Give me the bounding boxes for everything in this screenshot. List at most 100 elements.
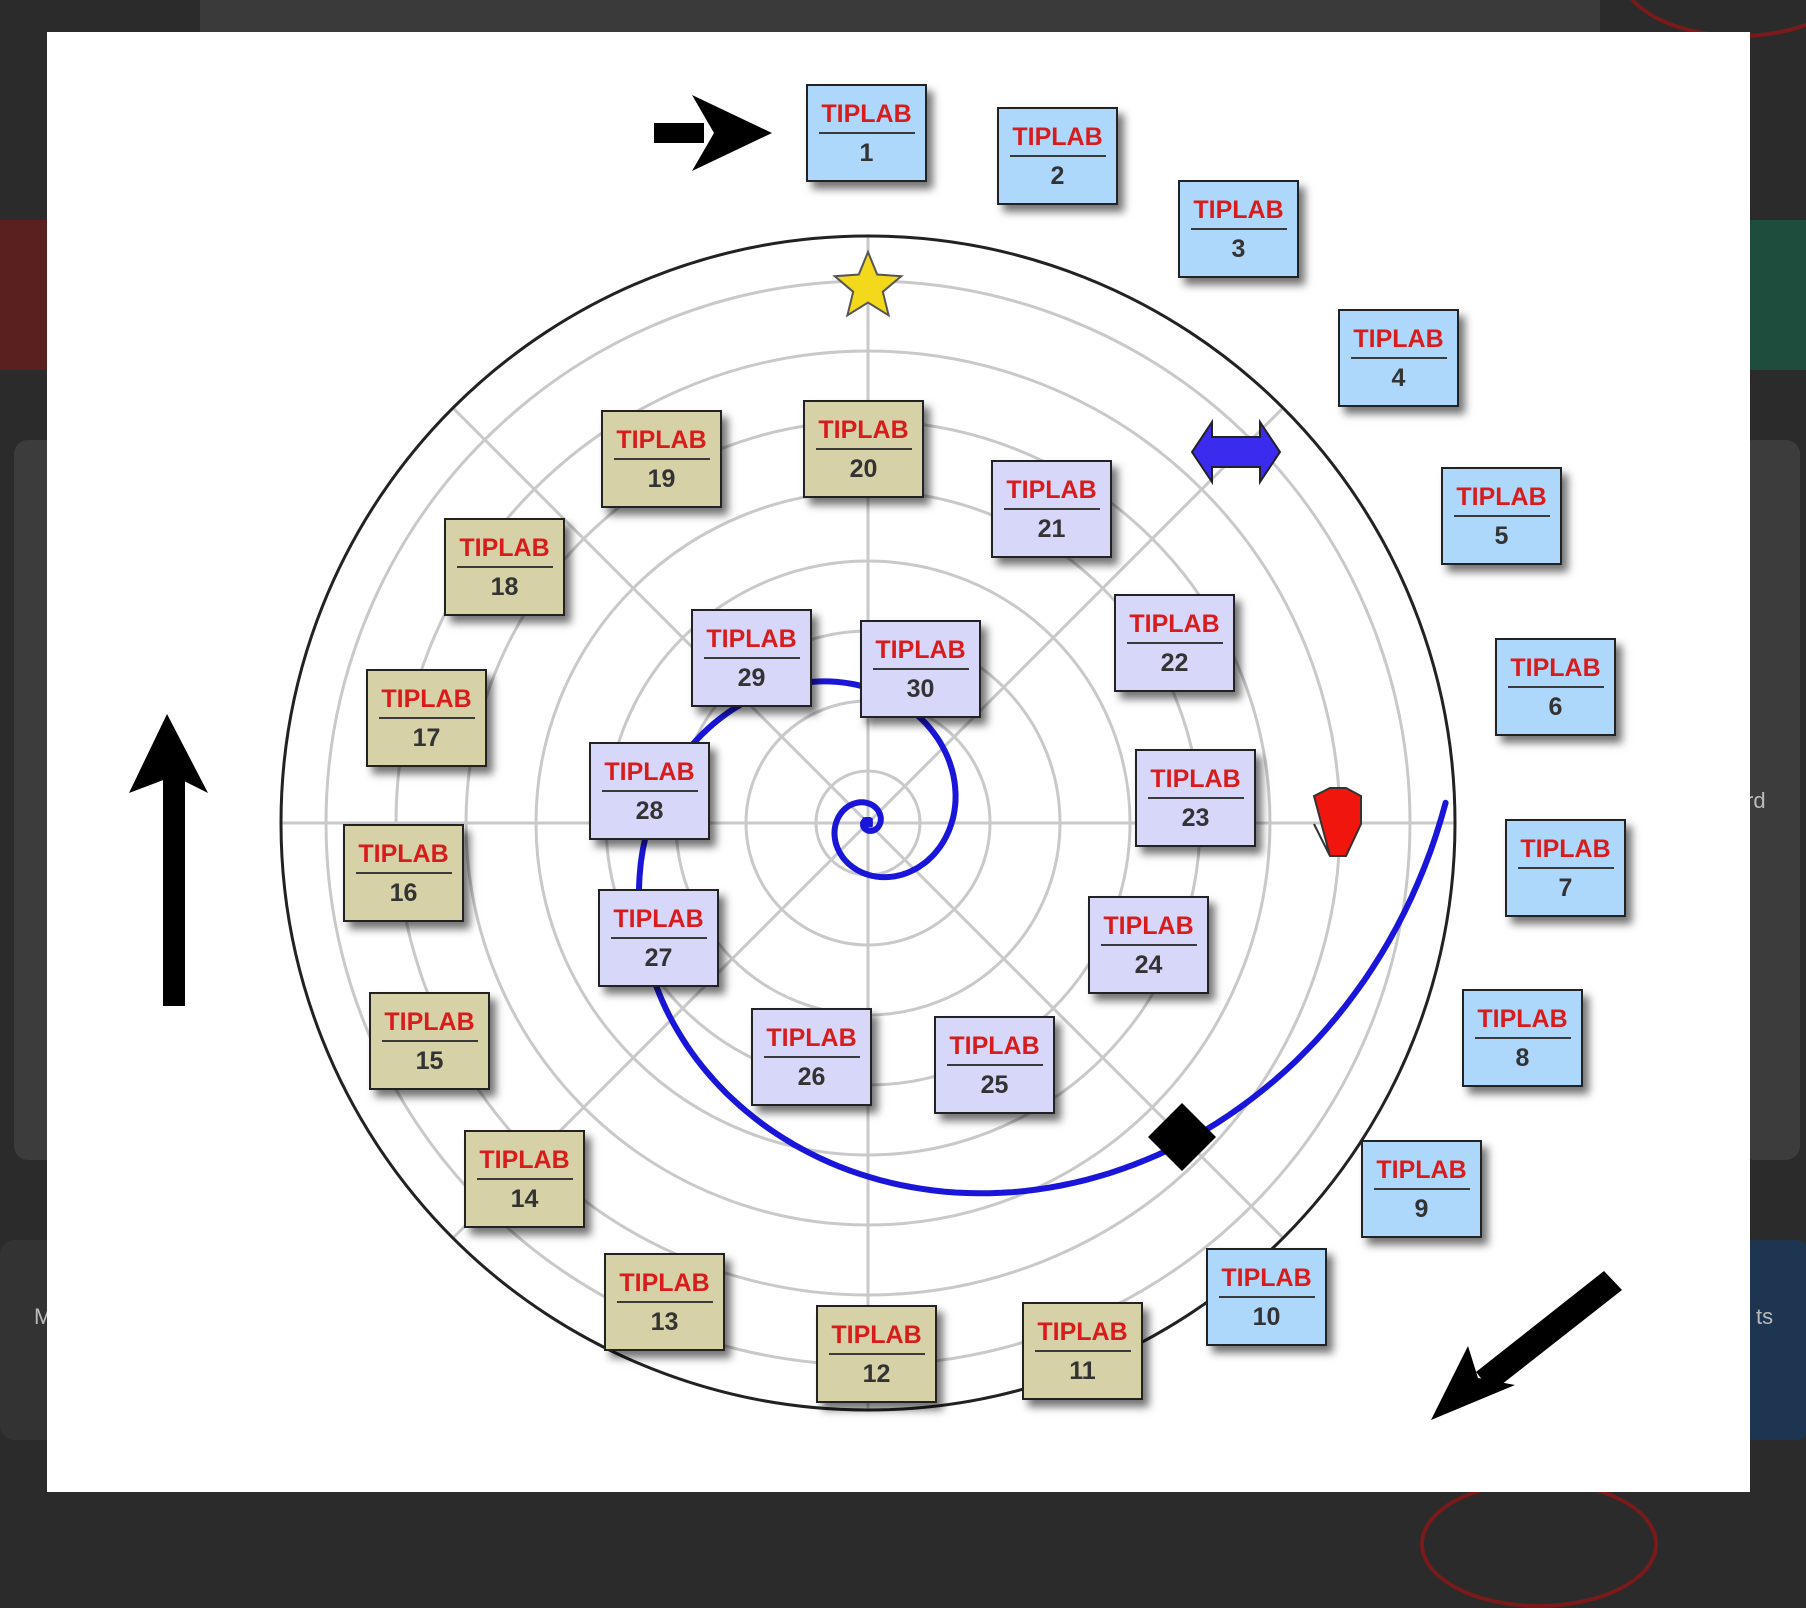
tile-15[interactable]: TIPLAB 15 xyxy=(369,992,490,1090)
tile-label: TIPLAB xyxy=(601,758,698,792)
tile-number: 27 xyxy=(644,944,673,972)
tile-22[interactable]: TIPLAB 22 xyxy=(1114,594,1235,692)
board-outer-ring xyxy=(279,234,1457,1412)
tile-18[interactable]: TIPLAB 18 xyxy=(444,518,565,616)
tile-label: TIPLAB xyxy=(1350,325,1447,359)
tile-number: 17 xyxy=(412,724,441,752)
tile-number: 18 xyxy=(490,573,519,601)
tile-number: 8 xyxy=(1515,1044,1530,1072)
game-board xyxy=(47,32,1750,1492)
tile-25[interactable]: TIPLAB 25 xyxy=(934,1016,1055,1114)
tile-number: 25 xyxy=(980,1071,1009,1099)
tile-label: TIPLAB xyxy=(476,1146,573,1180)
tile-label: TIPLAB xyxy=(616,1269,713,1303)
tile-label: TIPLAB xyxy=(1190,196,1287,230)
tile-number: 15 xyxy=(415,1047,444,1075)
tile-label: TIPLAB xyxy=(946,1032,1043,1066)
tile-label: TIPLAB xyxy=(1474,1005,1571,1039)
tile-label: TIPLAB xyxy=(872,636,969,670)
tile-number: 1 xyxy=(859,139,874,167)
tile-19[interactable]: TIPLAB 19 xyxy=(601,410,722,508)
tile-17[interactable]: TIPLAB 17 xyxy=(366,669,487,767)
double-arrow-icon[interactable] xyxy=(1190,418,1282,486)
tile-number: 7 xyxy=(1558,874,1573,902)
tile-label: TIPLAB xyxy=(828,1321,925,1355)
tile-label: TIPLAB xyxy=(378,685,475,719)
tile-number: 30 xyxy=(906,675,935,703)
tile-number: 16 xyxy=(389,879,418,907)
tile-label: TIPLAB xyxy=(763,1024,860,1058)
tile-4[interactable]: TIPLAB 4 xyxy=(1338,309,1459,407)
tile-number: 2 xyxy=(1050,162,1065,190)
tile-label: TIPLAB xyxy=(1100,912,1197,946)
tile-number: 4 xyxy=(1391,364,1406,392)
tile-label: TIPLAB xyxy=(613,426,710,460)
tile-27[interactable]: TIPLAB 27 xyxy=(598,889,719,987)
board-modal xyxy=(47,32,1750,1492)
tile-number: 21 xyxy=(1037,515,1066,543)
tile-number: 11 xyxy=(1069,1357,1096,1385)
tile-label: TIPLAB xyxy=(1009,123,1106,157)
tile-7[interactable]: TIPLAB 7 xyxy=(1505,819,1626,917)
arrow-up-icon xyxy=(129,714,208,1006)
tile-number: 23 xyxy=(1181,804,1210,832)
tile-number: 14 xyxy=(510,1185,539,1213)
tile-label: TIPLAB xyxy=(1453,483,1550,517)
tile-14[interactable]: TIPLAB 14 xyxy=(464,1130,585,1228)
tile-label: TIPLAB xyxy=(1507,654,1604,688)
tile-number: 12 xyxy=(862,1360,891,1388)
tile-29[interactable]: TIPLAB 29 xyxy=(691,609,812,707)
tile-label: TIPLAB xyxy=(355,840,452,874)
diamond-icon[interactable] xyxy=(1148,1103,1216,1171)
background-edge-text-right: rd xyxy=(1746,788,1766,813)
arrow-right-icon xyxy=(654,95,772,171)
tile-2[interactable]: TIPLAB 2 xyxy=(997,107,1118,205)
tile-number: 13 xyxy=(650,1308,679,1336)
tile-28[interactable]: TIPLAB 28 xyxy=(589,742,710,840)
background-panel-bottom-right xyxy=(1740,1240,1806,1440)
tile-number: 6 xyxy=(1548,693,1563,721)
tile-number: 29 xyxy=(737,664,766,692)
tile-number: 22 xyxy=(1160,649,1189,677)
background-edge-text-right-bottom: ts xyxy=(1756,1304,1774,1329)
tile-number: 19 xyxy=(647,465,676,493)
tile-label: TIPLAB xyxy=(1126,610,1223,644)
tile-number: 3 xyxy=(1231,235,1246,263)
tile-8[interactable]: TIPLAB 8 xyxy=(1462,989,1583,1087)
tile-label: TIPLAB xyxy=(1034,1318,1131,1352)
tile-11[interactable]: TIPLAB 11 xyxy=(1022,1302,1143,1400)
tile-16[interactable]: TIPLAB 16 xyxy=(343,824,464,922)
tile-13[interactable]: TIPLAB 13 xyxy=(604,1253,725,1351)
tile-20[interactable]: TIPLAB 20 xyxy=(803,400,924,498)
tile-12[interactable]: TIPLAB 12 xyxy=(816,1305,937,1403)
tile-number: 10 xyxy=(1252,1303,1281,1331)
tile-label: TIPLAB xyxy=(1003,476,1100,510)
tile-number: 28 xyxy=(635,797,664,825)
tile-number: 26 xyxy=(797,1063,826,1091)
tile-label: TIPLAB xyxy=(818,100,915,134)
tile-3[interactable]: TIPLAB 3 xyxy=(1178,180,1299,278)
tile-number: 9 xyxy=(1414,1195,1429,1223)
tile-label: TIPLAB xyxy=(610,905,707,939)
tile-30[interactable]: TIPLAB 30 xyxy=(860,620,981,718)
hexagon-icon[interactable] xyxy=(1312,787,1362,857)
tile-label: TIPLAB xyxy=(456,534,553,568)
tile-label: TIPLAB xyxy=(381,1008,478,1042)
star-icon[interactable] xyxy=(832,249,904,318)
tile-number: 20 xyxy=(849,455,878,483)
tile-number: 5 xyxy=(1494,522,1509,550)
tile-label: TIPLAB xyxy=(703,625,800,659)
tile-label: TIPLAB xyxy=(1517,835,1614,869)
tile-26[interactable]: TIPLAB 26 xyxy=(751,1008,872,1106)
arrow-down-left-icon xyxy=(1431,1271,1622,1420)
tile-21[interactable]: TIPLAB 21 xyxy=(991,460,1112,558)
background-panel-right-green xyxy=(1740,220,1806,370)
tile-6[interactable]: TIPLAB 6 xyxy=(1495,638,1616,736)
tile-5[interactable]: TIPLAB 5 xyxy=(1441,467,1562,565)
tile-label: TIPLAB xyxy=(815,416,912,450)
tile-1[interactable]: TIPLAB 1 xyxy=(806,84,927,182)
